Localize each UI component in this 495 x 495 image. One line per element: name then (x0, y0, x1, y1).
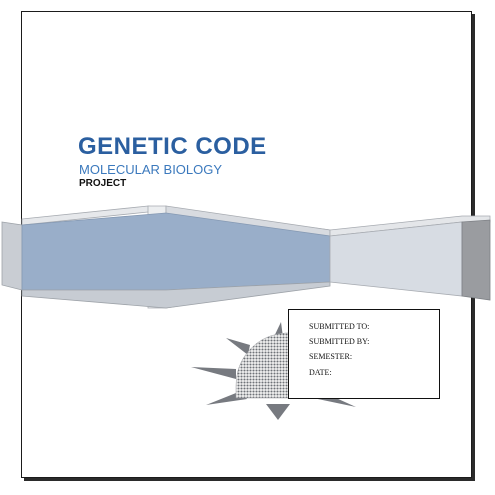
submission-info-box: SUBMITTED TO: SUBMITTED BY: SEMESTER: DA… (288, 309, 440, 399)
geometric-band-graphic (1, 205, 491, 309)
submitted-to-label: SUBMITTED TO: (309, 322, 370, 331)
cover-tag: PROJECT (79, 178, 127, 189)
submitted-by-label: SUBMITTED BY: (309, 337, 370, 346)
semester-label: SEMESTER: (309, 352, 353, 361)
cover-subtitle: MOLECULAR BIOLOGY (79, 162, 223, 177)
cover-title: GENETIC CODE (78, 133, 267, 160)
date-label: DATE: (309, 368, 332, 377)
